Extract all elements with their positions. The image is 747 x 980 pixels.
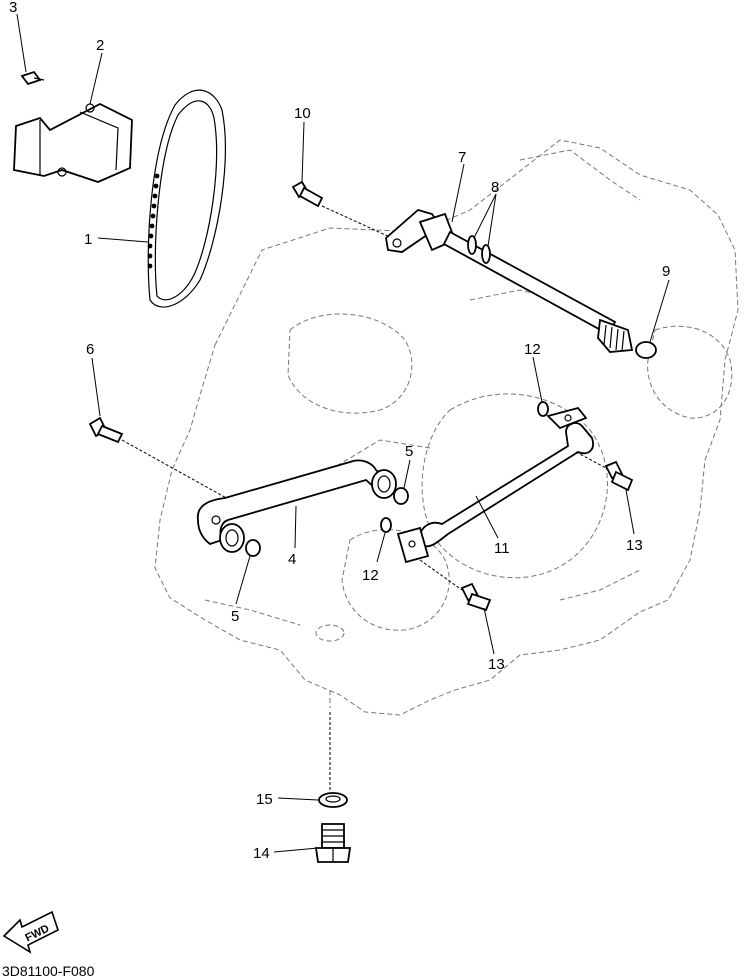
- callout-13-lower: 13: [488, 656, 505, 673]
- callout-8: 8: [491, 179, 499, 196]
- callout-12-lower: 12: [362, 567, 379, 584]
- callout-10: 10: [294, 105, 311, 122]
- callout-11: 11: [494, 540, 510, 557]
- leader-lines: [16, 13, 670, 853]
- callout-1: 1: [84, 231, 92, 248]
- o-ring-9[interactable]: [635, 341, 657, 359]
- callout-9: 9: [662, 263, 670, 280]
- gasket-15[interactable]: [318, 792, 348, 808]
- chain-guide-2[interactable]: [13, 102, 133, 183]
- bolt-3[interactable]: [20, 70, 45, 86]
- callout-4: 4: [288, 551, 296, 568]
- callout-7: 7: [458, 149, 466, 166]
- callout-6: 6: [86, 341, 94, 358]
- callout-5-lower: 5: [231, 608, 239, 625]
- callout-2: 2: [96, 37, 104, 54]
- callout-14: 14: [253, 845, 270, 862]
- bolt-13-upper[interactable]: [604, 460, 634, 492]
- callout-5-upper: 5: [405, 443, 413, 460]
- crankcase-outline: [154, 139, 739, 716]
- bolt-13-lower[interactable]: [460, 582, 492, 612]
- drawing-code: 3D81100-F080: [2, 963, 95, 979]
- o-ring-12-upper[interactable]: [537, 401, 549, 417]
- callout-12-upper: 12: [524, 341, 541, 358]
- bolt-10[interactable]: [291, 180, 324, 208]
- oil-delivery-pipe-7[interactable]: [385, 209, 634, 353]
- oil-pipe-4[interactable]: [196, 459, 397, 553]
- drain-bolt-14[interactable]: [314, 823, 352, 863]
- chain-links-icon: [147, 173, 160, 269]
- cam-chain-1[interactable]: [147, 89, 226, 308]
- fwd-arrow-icon: FWD: [2, 910, 59, 954]
- callout-3: 3: [9, 0, 17, 16]
- bolt-6[interactable]: [88, 416, 124, 444]
- o-ring-12-lower[interactable]: [380, 517, 392, 533]
- o-ring-5-upper[interactable]: [393, 487, 409, 505]
- o-ring-5-lower[interactable]: [245, 539, 261, 557]
- oil-pipe-11[interactable]: [396, 406, 594, 564]
- o-ring-8[interactable]: [467, 235, 491, 264]
- callout-15: 15: [256, 791, 273, 808]
- callout-13-upper: 13: [626, 537, 643, 554]
